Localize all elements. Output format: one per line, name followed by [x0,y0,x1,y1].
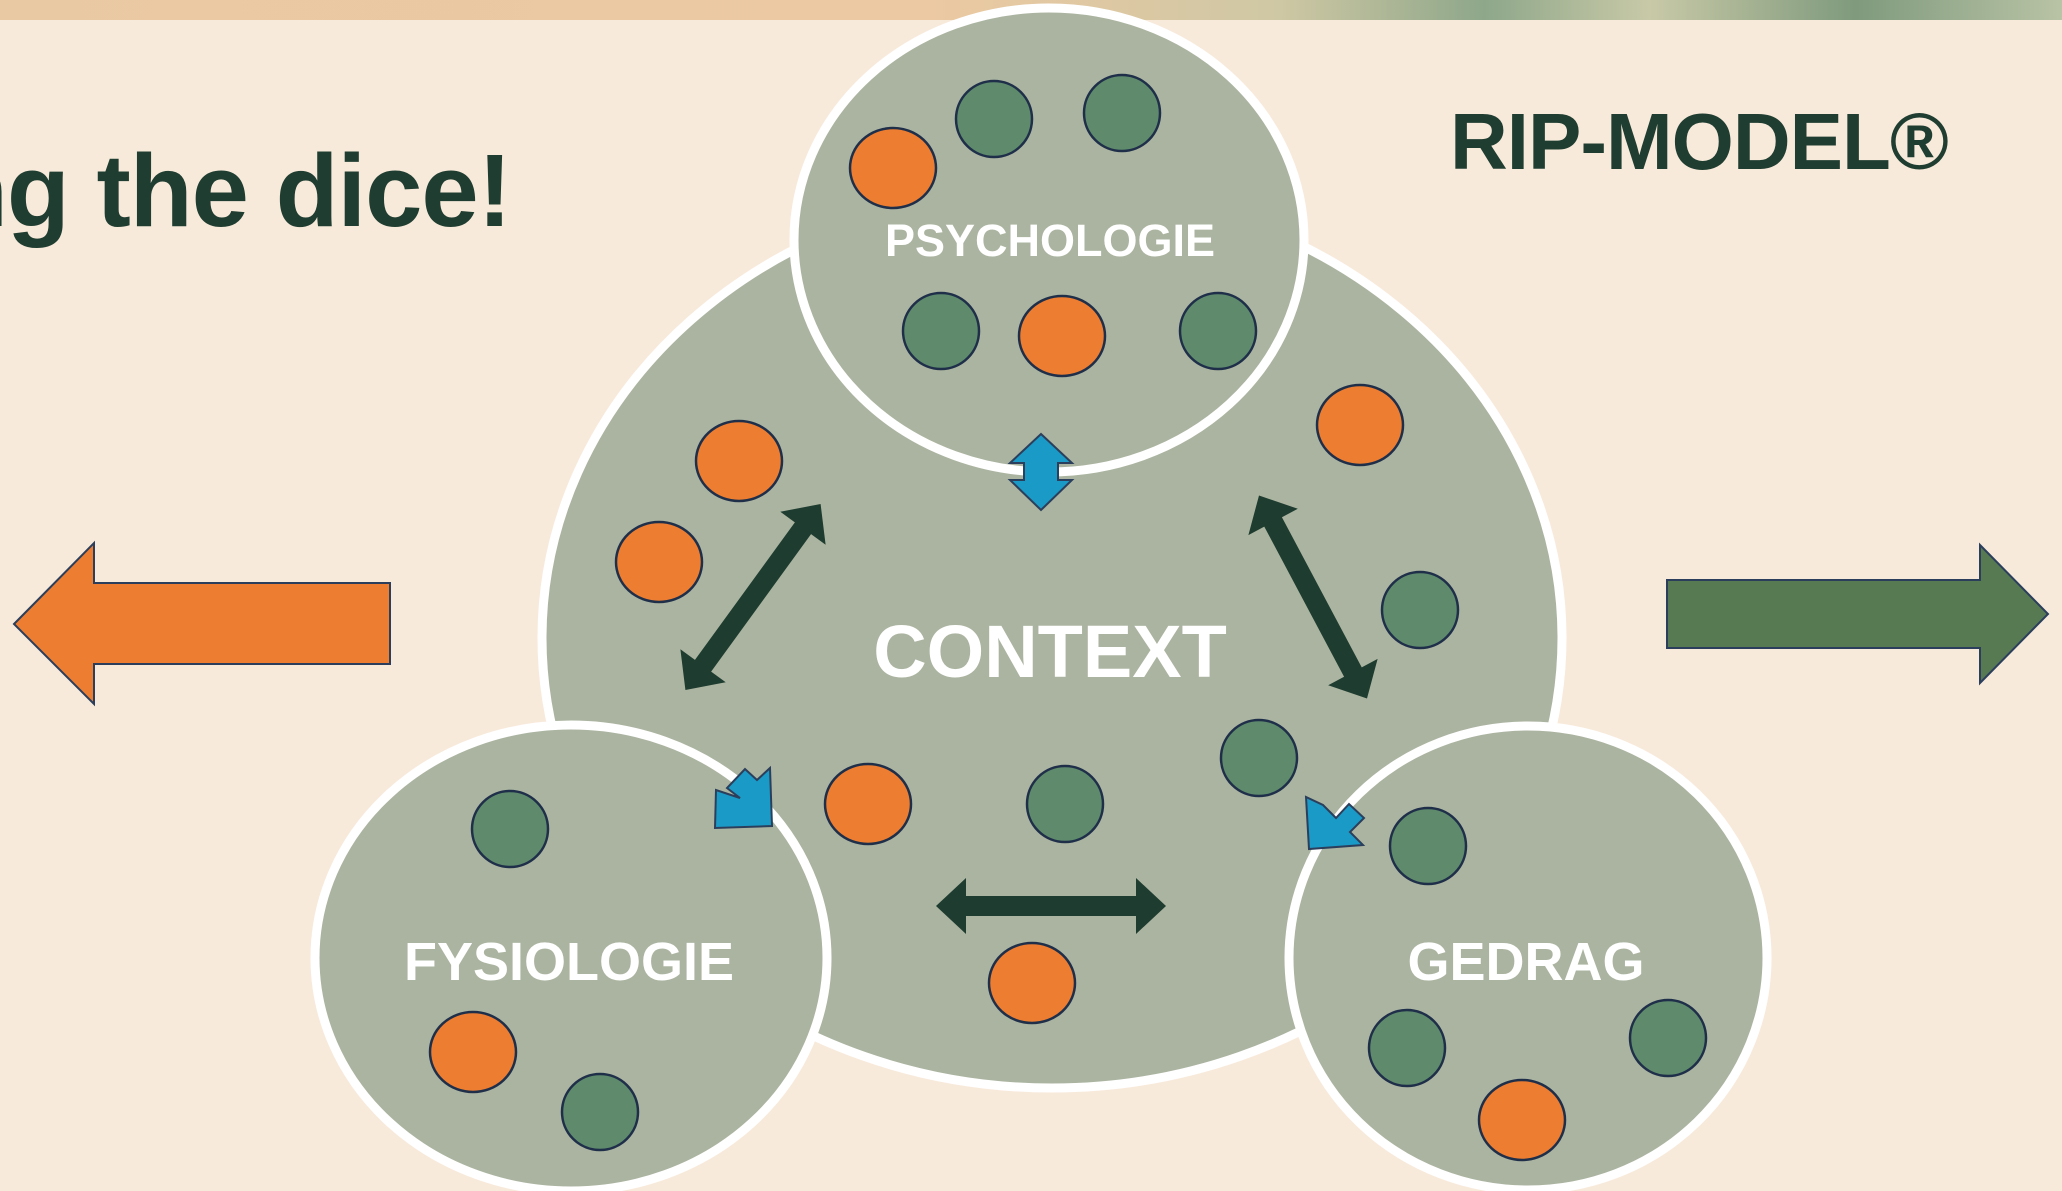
green-dot [901,291,981,371]
orange-dot [1017,294,1107,378]
psychologie-label: PSYCHOLOGIE [885,215,1215,266]
green-dot [1219,718,1299,798]
slide-title: ng the dice! [0,133,512,248]
orange-dots [428,126,1567,1162]
green-dot [1178,291,1258,371]
orange-dot [823,762,913,846]
left-orange-arrow [12,540,391,707]
orange-dot [694,419,784,503]
blue-connector-top [1007,432,1075,512]
green-dot [1025,764,1105,844]
orange-dot [614,520,704,604]
orange-dot [428,1010,518,1094]
green-dot [560,1072,640,1152]
orange-dot [1315,383,1405,467]
blue-connector-left [713,765,774,830]
blue-connector-right [1304,795,1366,851]
green-dot [1367,1008,1447,1088]
orange-dot [848,126,938,210]
orange-dot [1477,1078,1567,1162]
green-dot [1380,570,1460,650]
green-dot [1628,998,1708,1078]
green-dot [954,79,1034,159]
green-dot [1082,73,1162,153]
green-dots [470,73,1708,1152]
orange-dot [987,941,1077,1025]
green-dot [1388,806,1468,886]
gedrag-label: GEDRAG [1407,932,1644,992]
fysiologie-label: FYSIOLOGIE [404,932,734,992]
model-label: RIP-MODEL® [1450,97,1949,186]
right-green-arrow [1666,542,2050,686]
context-label: CONTEXT [873,610,1227,693]
green-dot [470,789,550,869]
